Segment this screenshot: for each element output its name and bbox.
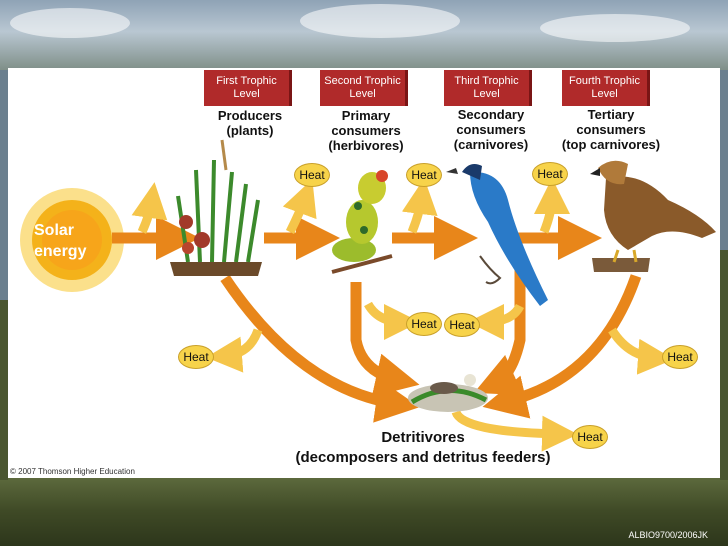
heat-badge: Heat [406,163,442,187]
producers-label: Producers (plants) [217,108,283,138]
arrow-tertiary-to-detritivores [482,274,642,419]
tab-label: Level [349,88,376,100]
diagram-panel [8,68,720,478]
heat-badge: Heat [662,345,698,369]
solar-energy-label: Solar energy [34,222,87,260]
tab-label: Second Trophic [324,75,401,87]
heat-badge: Heat [572,425,608,449]
tertiary-consumers-label: Tertiary consumers (top carnivores) [561,107,661,152]
arrow-primary-to-detritivores [350,282,420,397]
tab-third-trophic-level: Third Trophic Level [444,70,532,106]
primary-consumers-label: Primary consumers (herbivores) [328,108,404,153]
heat-arrows [131,178,674,452]
hawk-illustration [590,160,716,272]
landscape-edge [720,250,728,480]
tab-second-trophic-level: Second Trophic Level [320,70,408,106]
sun-icon [20,188,124,292]
tab-first-trophic-level: First Trophic Level [204,70,292,106]
landscape-background [0,476,728,546]
tab-label: Level [473,88,500,100]
heat-badge: Heat [294,163,330,187]
image-credit: ALBIO9700/2006JK [628,530,708,540]
bird-illustration [446,164,548,306]
tab-label: Level [591,88,618,100]
tab-label: Fourth Trophic [569,75,640,87]
cloud [300,4,460,38]
heat-badge: Heat [444,313,480,337]
energy-flow-arrows [112,216,642,423]
arrow-secondary-to-detritivores [473,270,526,396]
tab-label: Third Trophic [454,75,519,87]
tab-fourth-trophic-level: Fourth Trophic Level [562,70,650,106]
landscape-edge [0,300,8,480]
arrow-producers-to-detritivores [220,274,420,423]
cloud [540,14,690,42]
copyright-text: © 2007 Thomson Higher Education [10,467,135,476]
detritivores-label: Detritivores (decomposers and detritus f… [295,429,551,466]
tab-label: Level [233,88,260,100]
secondary-consumers-label: Secondary consumers (carnivores) [453,107,529,152]
tab-label: First Trophic [216,75,277,87]
plants-illustration [170,139,262,276]
cloud [10,8,130,38]
detritivores-illustration [408,374,488,412]
heat-badge: Heat [406,312,442,336]
heat-badge: Heat [178,345,214,369]
heat-badge: Heat [532,162,568,186]
sky-background [0,0,728,70]
caterpillar-illustration [331,170,393,274]
